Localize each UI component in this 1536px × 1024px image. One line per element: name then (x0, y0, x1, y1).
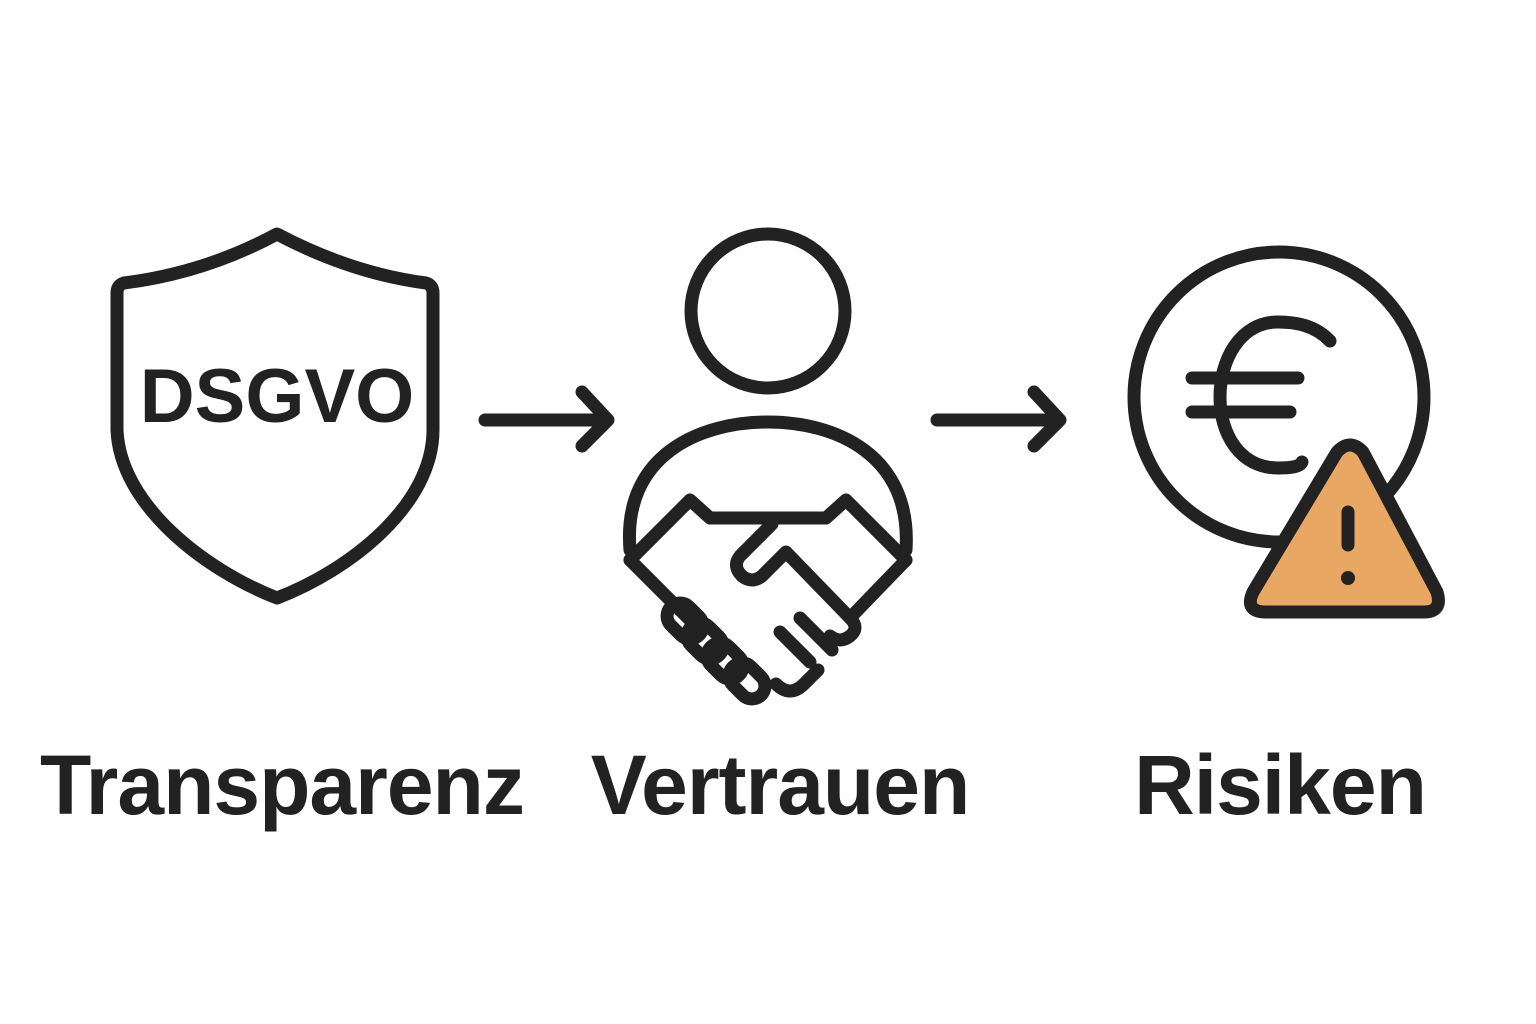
warning-icon (1243, 438, 1445, 619)
step-label-risiken: Risiken (1134, 738, 1427, 832)
euro-icon (1185, 315, 1337, 475)
shield-icon: DSGVO (110, 227, 440, 605)
person-body (622, 415, 913, 557)
step-label-vertrauen: Vertrauen (590, 738, 971, 832)
shield-text: DSGVO (140, 354, 415, 439)
step-label-transparenz: Transparenz (40, 738, 525, 832)
arrow-right-icon (478, 385, 615, 453)
handshake-icon (623, 493, 913, 706)
person-handshake-icon (622, 227, 913, 706)
euro-coin-warning-icon (1127, 245, 1445, 619)
person-head (684, 227, 852, 395)
arrow-right-icon (930, 385, 1067, 453)
